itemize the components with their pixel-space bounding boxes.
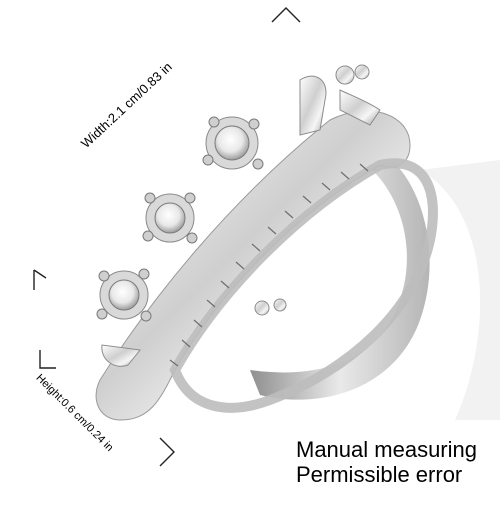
measurement-brackets <box>33 7 301 467</box>
gem-setting-bottom <box>96 268 152 322</box>
ring-inner-band <box>250 140 430 400</box>
bottom-left-bracket-corner <box>39 350 56 369</box>
gem-setting-top <box>202 116 264 170</box>
gem-setting-middle <box>142 192 198 244</box>
ring-lower-rim <box>169 158 438 413</box>
manual-measuring-note: Manual measuring <box>296 437 477 462</box>
crown-points <box>101 64 381 367</box>
top-bracket-corner <box>271 7 301 23</box>
ring-cutout-3 <box>245 299 296 340</box>
ring-cutout-2 <box>318 234 366 280</box>
permissible-error-note: Permissible error <box>296 462 463 487</box>
notched-edge <box>169 163 369 367</box>
bottom-right-bracket-corner <box>159 437 175 467</box>
left-bracket-corner <box>33 269 47 290</box>
shadow-reflection <box>420 160 500 420</box>
